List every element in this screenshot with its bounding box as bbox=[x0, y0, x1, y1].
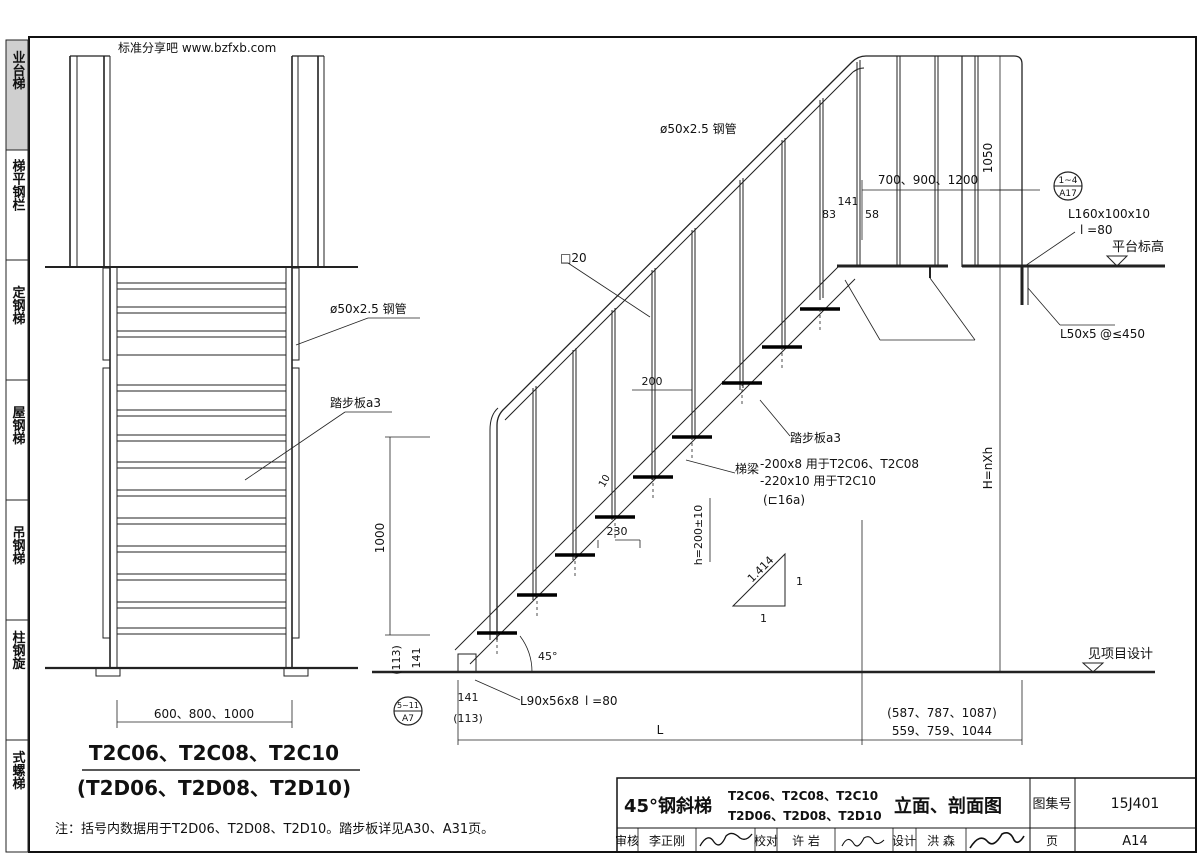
total-height: H=nXh bbox=[981, 447, 995, 490]
design-label: 设计 bbox=[892, 834, 916, 848]
front-view bbox=[45, 55, 420, 728]
review-label: 审核 bbox=[615, 833, 639, 848]
angle-small-label: L50x5 bbox=[1060, 327, 1097, 341]
angle-45: 45° bbox=[538, 650, 558, 663]
front-pipe-label: ø50x2.5 钢管 bbox=[330, 301, 407, 316]
platform-elevation-label: 平台标高 bbox=[1112, 239, 1164, 255]
angle-top-length: l =80 bbox=[1080, 223, 1112, 237]
page-number: A14 bbox=[1122, 834, 1147, 849]
footnote: 注：括号内数据用于T2D06、T2D08、T2D10。踏步板详见A30、A31页… bbox=[55, 821, 494, 837]
dim-113-left: (113) bbox=[390, 645, 403, 675]
atlas-label: 图集号 bbox=[1032, 796, 1071, 812]
dim-113-bottom: (113) bbox=[453, 712, 483, 725]
atlas-number: 15J401 bbox=[1111, 796, 1160, 812]
dim-141-bottom: 141 bbox=[458, 691, 479, 704]
side-tread-label: 踏步板a3 bbox=[790, 431, 841, 445]
side-pipe-label: ø50x2.5 钢管 bbox=[660, 121, 737, 136]
detail-top-ref: A17 bbox=[1059, 189, 1077, 199]
beam-spec-1: -200x8 用于T2C06、T2C08 bbox=[760, 457, 919, 471]
detail-top-number: 1~4 bbox=[1059, 176, 1078, 186]
sidebar-label: 屋钢梯 bbox=[10, 406, 26, 446]
slope-horizontal: 1 bbox=[760, 612, 767, 625]
watermark: 标准分享吧 www.bzfxb.com bbox=[118, 40, 276, 55]
sidebar-label: 式螺梯 bbox=[10, 750, 26, 791]
sidebar: 业台梯 梯平钢栏 定钢梯 屋钢梯 吊钢梯 柱钢旋 式螺梯 bbox=[5, 39, 29, 853]
beam-spec-2: -220x10 用于T2C10 bbox=[760, 474, 876, 488]
rail-height-dim: 1050 bbox=[981, 143, 995, 174]
sidebar-label: 业台梯 bbox=[10, 50, 26, 91]
front-title-alt: (T2D06、T2D08、T2D10) bbox=[77, 776, 351, 800]
title-codes-2: T2D06、T2D08、T2D10 bbox=[728, 809, 882, 823]
dim-230: 230 bbox=[607, 525, 628, 538]
slope-vertical: 1 bbox=[796, 575, 803, 588]
detail-bottom-ref: A7 bbox=[402, 714, 414, 724]
ground-note: 见项目设计 bbox=[1088, 647, 1153, 662]
front-title-main: T2C06、T2C08、T2C10 bbox=[89, 741, 339, 765]
angle-top-label: L160x100x10 bbox=[1068, 207, 1150, 221]
checker-signature bbox=[841, 836, 885, 847]
dim-200: 200 bbox=[642, 375, 663, 388]
dim-141-left: 141 bbox=[410, 648, 423, 669]
sidebar-tab bbox=[5, 739, 29, 853]
dim-right-paren: (587、787、1087) bbox=[887, 706, 997, 720]
angle-small-spacing: @≤450 bbox=[1100, 327, 1145, 341]
sidebar-label: 梯平钢栏 bbox=[10, 158, 26, 212]
front-tread-label: 踏步板a3 bbox=[330, 396, 381, 410]
angle-bottom-label: L90x56x8 bbox=[520, 694, 579, 708]
title-suffix: 立面、剖面图 bbox=[894, 795, 1002, 817]
dim-10: 10 bbox=[597, 473, 613, 490]
dim-right: 559、759、1044 bbox=[892, 724, 992, 738]
designer-name: 洪 森 bbox=[927, 833, 955, 848]
page-label: 页 bbox=[1046, 834, 1058, 848]
title-block bbox=[616, 777, 1197, 853]
riser-height: h=200±10 bbox=[692, 505, 705, 565]
platform-width-dim: 700、900、1200 bbox=[878, 173, 978, 187]
front-width-dim: 600、800、1000 bbox=[154, 707, 254, 721]
reviewer-signature bbox=[699, 832, 753, 847]
dim-83: 83 bbox=[822, 208, 836, 221]
side-view bbox=[372, 55, 1165, 745]
square-bar-label: □20 bbox=[560, 251, 587, 265]
angle-bottom-length: l =80 bbox=[585, 694, 617, 708]
checker-name: 许 岩 bbox=[792, 833, 820, 848]
dim-L: L bbox=[657, 723, 664, 737]
beam-spec-3: (⊏16a) bbox=[763, 493, 805, 507]
dim-141: 141 bbox=[838, 195, 859, 208]
beam-label: 梯梁 bbox=[735, 461, 759, 476]
title-prefix: 45°钢斜梯 bbox=[624, 795, 712, 817]
dim-58: 58 bbox=[865, 208, 879, 221]
reviewer-name: 李正刚 bbox=[649, 833, 685, 848]
check-label: 校对 bbox=[754, 833, 778, 848]
sidebar-label: 柱钢旋 bbox=[10, 630, 27, 671]
sidebar-label: 吊钢梯 bbox=[10, 526, 26, 566]
sidebar-label: 定钢梯 bbox=[10, 285, 27, 326]
rail-1000-dim: 1000 bbox=[373, 523, 387, 554]
slope-hypotenuse: 1.414 bbox=[745, 554, 776, 585]
title-codes-1: T2C06、T2C08、T2C10 bbox=[728, 789, 878, 803]
designer-signature bbox=[969, 832, 1025, 849]
detail-bottom-number: 5~11 bbox=[397, 701, 419, 710]
